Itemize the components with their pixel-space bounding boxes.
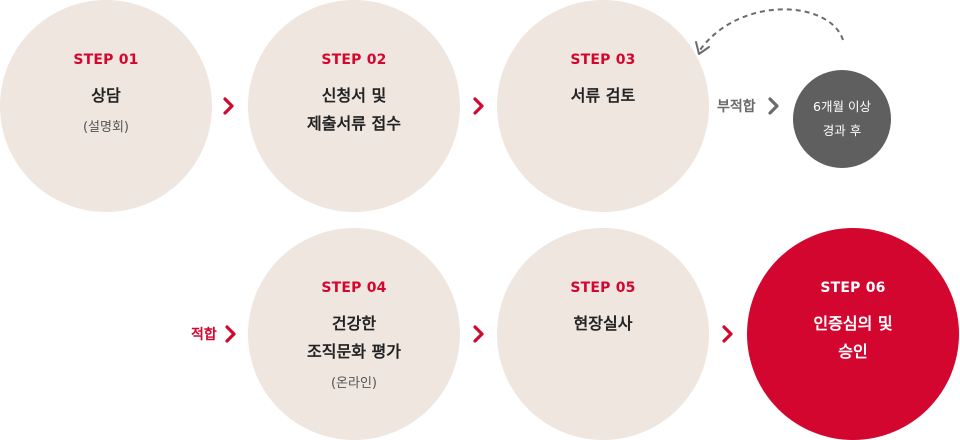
step-02-circle: STEP 02 신청서 및 제출서류 접수 xyxy=(248,0,460,212)
chevron-right-icon xyxy=(722,325,734,343)
curved-dashed-arrow-icon xyxy=(695,8,844,55)
chevron-right-icon xyxy=(223,97,235,115)
step-02-label: STEP 02 xyxy=(321,52,387,68)
step-01-label: STEP 01 xyxy=(73,52,139,68)
step-01-title: 상담 xyxy=(91,86,121,105)
fail-label: 부적합 xyxy=(717,99,756,115)
chevron-right-icon xyxy=(473,97,485,115)
step-01-subtitle: (설명회) xyxy=(82,120,130,135)
step-04-circle: STEP 04 건강한 조직문화 평가 (온라인) xyxy=(248,228,460,440)
step-04-title: 건강한 조직문화 평가 xyxy=(307,314,401,361)
step-06-circle: STEP 06 인증심의 및 승인 xyxy=(747,228,959,440)
chevron-right-icon xyxy=(768,97,780,115)
chevron-right-icon xyxy=(473,325,485,343)
chevron-right-icon xyxy=(225,325,237,343)
step-06-title: 인증심의 및 승인 xyxy=(813,314,893,361)
step-03-label: STEP 03 xyxy=(570,52,636,68)
step-06-label: STEP 06 xyxy=(820,280,886,296)
step-03-title: 서류 검토 xyxy=(570,86,636,105)
step-05-title: 현장실사 xyxy=(573,314,633,333)
step-04-label: STEP 04 xyxy=(321,280,387,296)
pass-label: 적합 xyxy=(191,327,217,343)
step-05-label: STEP 05 xyxy=(570,280,636,296)
step-02-title: 신청서 및 제출서류 접수 xyxy=(307,86,401,133)
step-04-subtitle: (온라인) xyxy=(330,376,378,391)
step-01-circle: STEP 01 상담 (설명회) xyxy=(0,0,212,212)
step-03-circle: STEP 03 서류 검토 xyxy=(497,0,709,212)
waiting-period-circle: 6개월 이상 경과 후 xyxy=(793,70,891,168)
step-05-circle: STEP 05 현장실사 xyxy=(497,228,709,440)
